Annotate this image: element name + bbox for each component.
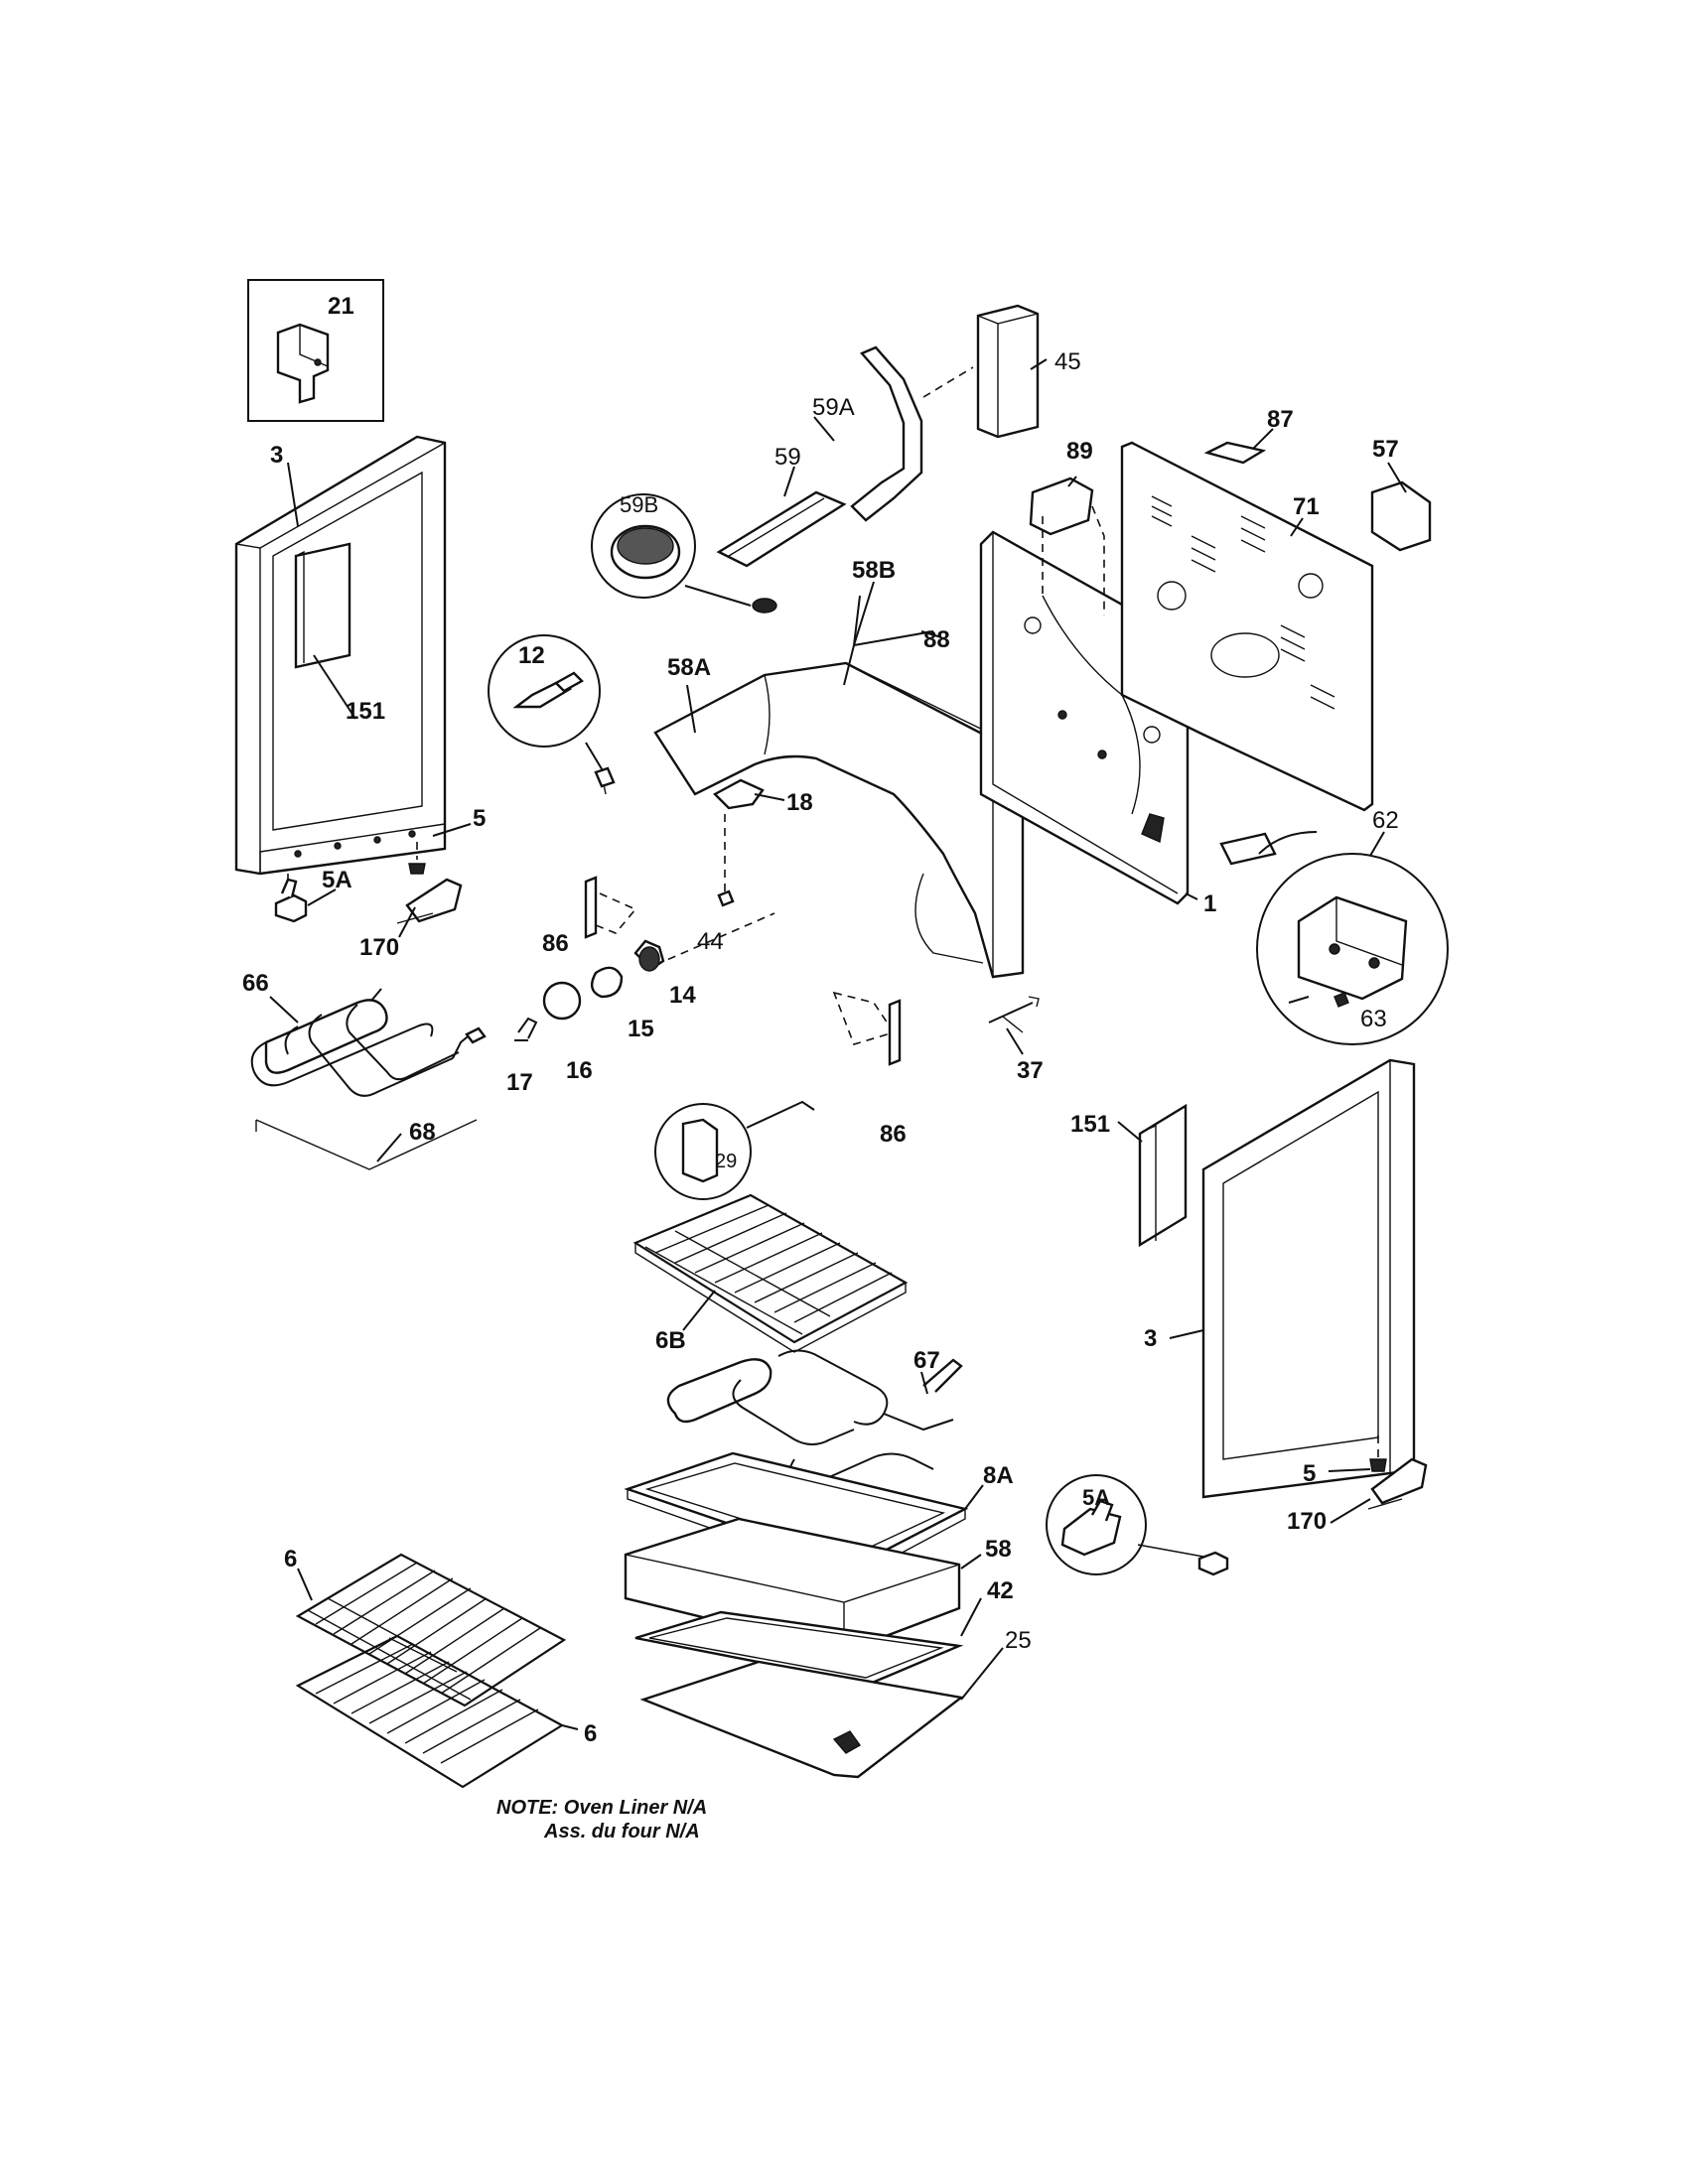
callout-44: 44 [697, 928, 724, 955]
part-86-left [584, 876, 637, 939]
callout-170-right: 170 [1287, 1508, 1327, 1535]
callout-58: 58 [985, 1536, 1012, 1563]
broil-element-left [250, 988, 487, 1170]
note-line-2: Ass. du four N/A [544, 1821, 700, 1843]
callout-151-left: 151 [346, 698, 385, 725]
callout-59: 59 [774, 444, 801, 471]
callout-63: 63 [1360, 1006, 1387, 1032]
back-cover-panel [1120, 441, 1374, 812]
callout-66: 66 [242, 970, 269, 997]
leader-lines [269, 358, 1407, 1730]
oven-rack-6B [632, 1193, 909, 1353]
callout-18: 18 [786, 789, 813, 816]
callout-16: 16 [566, 1057, 593, 1084]
callout-6-upper: 6 [284, 1546, 297, 1572]
callout-17: 17 [506, 1069, 533, 1096]
left-leveler-parts [274, 842, 463, 924]
part-12-detail-bubble [488, 634, 616, 795]
left-side-panel [234, 435, 447, 876]
callout-1: 1 [1203, 890, 1216, 917]
callout-87: 87 [1267, 406, 1294, 433]
callout-12: 12 [518, 642, 545, 669]
part-44 [717, 814, 735, 907]
bake-element-67 [666, 1349, 963, 1491]
callout-labels: 21 3 151 5 5A 170 66 68 12 58A 18 86 44 … [242, 293, 1399, 1747]
callout-5-right: 5 [1303, 1460, 1316, 1487]
front-frame-58A-58B [653, 595, 1025, 979]
callout-3-left: 3 [270, 442, 283, 469]
part-86-right-and-37 [832, 991, 1040, 1066]
callout-5A-right: 5A [1082, 1485, 1110, 1510]
callout-68: 68 [409, 1119, 436, 1146]
part-62-detail-bubble [1219, 831, 1449, 1045]
callout-6B: 6B [655, 1327, 686, 1354]
callout-62: 62 [1372, 807, 1399, 834]
callout-6-lower: 6 [584, 1720, 597, 1747]
part-18-bracket [713, 778, 785, 810]
callout-21: 21 [328, 293, 354, 320]
callout-3-right: 3 [1144, 1325, 1157, 1352]
callout-5A-left: 5A [322, 867, 352, 893]
callout-57: 57 [1372, 436, 1399, 463]
part-21-inset [247, 279, 384, 422]
callout-14: 14 [669, 982, 696, 1009]
callout-170-left: 170 [359, 934, 399, 961]
callout-58A: 58A [667, 654, 711, 681]
callout-45: 45 [1054, 348, 1081, 375]
callout-86-left: 86 [542, 930, 569, 957]
callout-58B: 58B [852, 557, 896, 584]
callout-15: 15 [628, 1016, 654, 1042]
callout-59B: 59B [620, 492, 658, 517]
callout-42: 42 [987, 1577, 1014, 1604]
callout-5-left: 5 [473, 805, 486, 832]
right-side-panel [1138, 1058, 1416, 1499]
callout-151-right: 151 [1070, 1111, 1110, 1138]
parts-87-57 [1203, 441, 1432, 552]
oven-lamp-parts [514, 912, 775, 1041]
callout-25: 25 [1005, 1627, 1032, 1654]
oven-racks-6 [295, 1553, 567, 1789]
callout-67: 67 [913, 1347, 940, 1374]
part-29-detail-bubble [654, 1100, 815, 1200]
callout-29: 29 [715, 1151, 737, 1172]
vent-duct-parts [716, 304, 1040, 568]
oven-lower-parts [624, 1517, 964, 1779]
callout-59A: 59A [812, 394, 855, 421]
callout-88: 88 [923, 626, 950, 653]
callout-89: 89 [1066, 438, 1093, 465]
callout-86-right: 86 [880, 1121, 907, 1148]
callout-37: 37 [1017, 1057, 1044, 1084]
right-leveler-parts [1046, 1435, 1428, 1576]
callout-8A: 8A [983, 1462, 1014, 1489]
callout-71: 71 [1293, 493, 1320, 520]
note-line-1: NOTE: Oven Liner N/A [496, 1797, 708, 1819]
part-89-bracket [1029, 477, 1105, 615]
part-59B-detail-bubble [591, 493, 777, 614]
